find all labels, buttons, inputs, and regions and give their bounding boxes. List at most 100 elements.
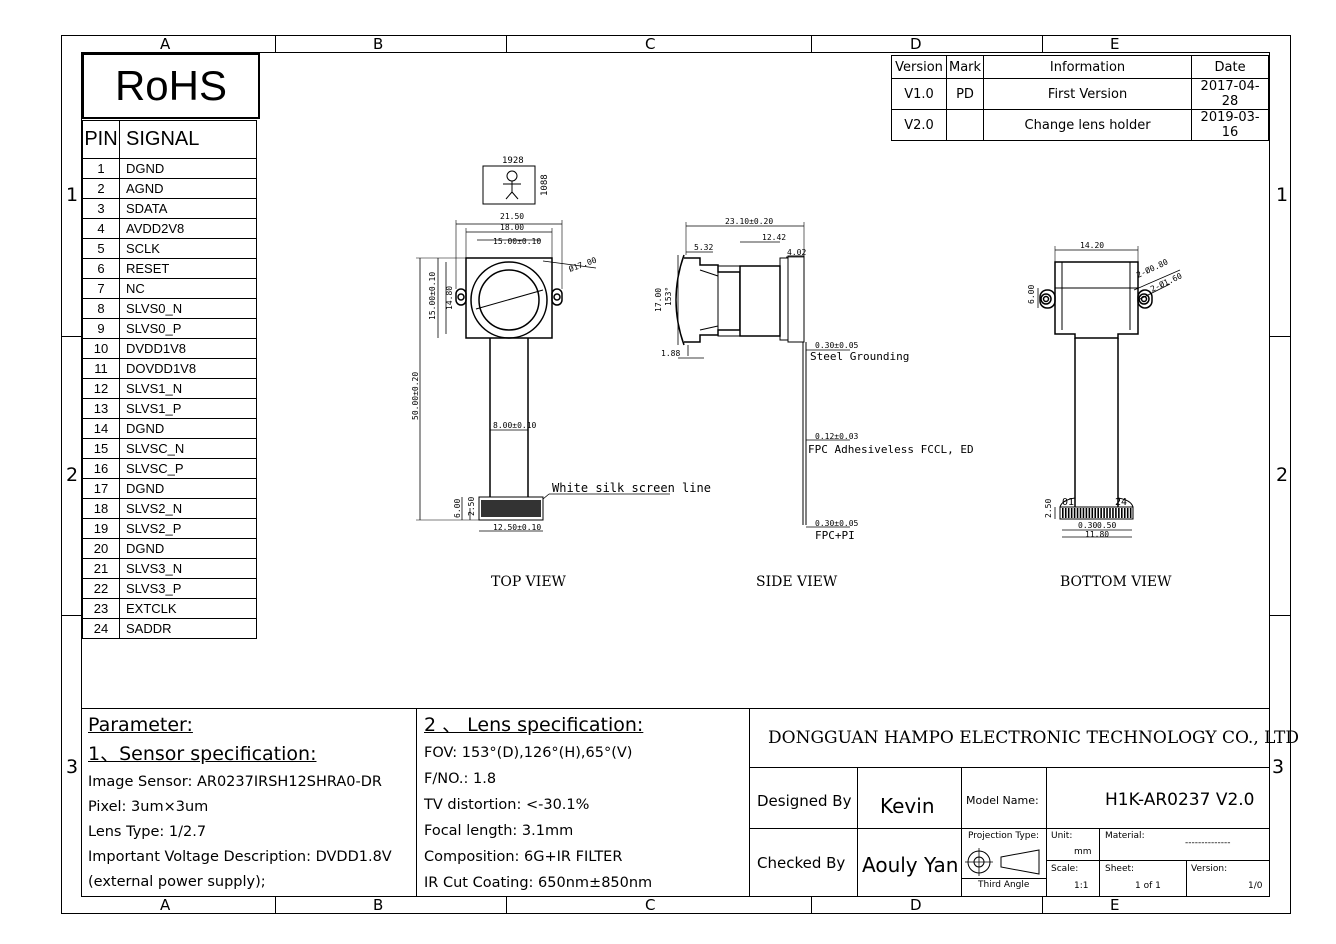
grid-col-d-bottom: D xyxy=(910,896,922,914)
pin-number: 24 xyxy=(82,618,120,639)
side-steel-thickness: 0.30±0.05 xyxy=(815,341,859,350)
grid-row-1-right: 1 xyxy=(1276,184,1289,206)
pin-signal: DGND xyxy=(119,158,257,179)
pin-signal: SLVS3_N xyxy=(119,558,257,579)
sensor-icon xyxy=(482,165,536,205)
rohs-label: RoHS xyxy=(114,62,228,109)
side-d2: 12.42 xyxy=(762,233,786,242)
grid-col-d-top: D xyxy=(910,35,922,53)
side-h1: 17.00 xyxy=(654,288,663,312)
bottom-view xyxy=(1037,246,1181,538)
sheet-label: Sheet: xyxy=(1105,864,1135,874)
connector-pin xyxy=(1126,508,1129,518)
grid-col-a-bottom: A xyxy=(160,896,171,914)
lens-line-4: Focal length: 3.1mm xyxy=(424,823,574,839)
sensor-line-3: Lens Type: 1/2.7 xyxy=(88,824,207,840)
version-label: Version: xyxy=(1191,864,1228,874)
parameter-title: Parameter: xyxy=(88,714,193,736)
rohs-box: RoHS xyxy=(82,53,260,119)
pin-number: 23 xyxy=(82,598,120,619)
revision-table: Version Mark Information Date V1.0 PD Fi… xyxy=(891,55,1270,141)
connector-pin xyxy=(1129,508,1132,518)
top-view-label: TOP VIEW xyxy=(491,574,567,590)
connector-pin xyxy=(1106,508,1108,518)
sensor-res-h: 1088 xyxy=(540,174,550,196)
connector-pin xyxy=(1109,508,1111,518)
pin-header: PIN xyxy=(82,120,120,159)
sensor-line-2: Pixel: 3um×3um xyxy=(88,799,209,815)
pin-signal: SLVS0_N xyxy=(119,298,257,319)
bottom-pin1-label: 01 xyxy=(1062,497,1074,508)
rev-mark xyxy=(945,109,985,141)
bottom-pitch1: 0.30 xyxy=(1078,521,1097,530)
pin-number: 19 xyxy=(82,518,120,539)
scale-value: 1:1 xyxy=(1074,881,1089,891)
grid-col-a-top: A xyxy=(160,35,171,53)
connector-pin xyxy=(1112,508,1114,518)
bottom-hole2: 2-Ø1.60 xyxy=(1149,270,1184,293)
top-fpc-length: 50.00±0.20 xyxy=(411,372,420,420)
connector-pin xyxy=(1082,508,1085,518)
revision-row: V2.0 Change lens holder 2019-03-16 xyxy=(891,109,1270,141)
grid-col-c-top: C xyxy=(645,35,656,53)
connector-pin xyxy=(1115,508,1117,518)
pin-signal: NC xyxy=(119,278,257,299)
top-height-holder: 15.00±0.10 xyxy=(428,272,437,320)
connector-pin xyxy=(1085,508,1088,518)
connector-pin xyxy=(1064,508,1067,518)
connector-pin xyxy=(1123,508,1126,518)
rev-mark: PD xyxy=(945,78,985,110)
grid-row-3-right: 3 xyxy=(1272,756,1285,778)
top-fpc-width: 8.00±0.10 xyxy=(493,421,537,430)
connector-pin xyxy=(1097,508,1099,518)
pin-table-header: PIN SIGNAL xyxy=(82,120,257,159)
pin-signal: DVDD1V8 xyxy=(119,338,257,359)
side-total: 23.10±0.20 xyxy=(725,217,773,226)
lens-spec-title: 2 、 Lens specification: xyxy=(424,714,644,736)
rev-header-mark: Mark xyxy=(945,55,985,79)
side-view xyxy=(675,222,850,528)
top-height-inner: 14.80 xyxy=(445,286,454,310)
pin-signal: AGND xyxy=(119,178,257,199)
grid-row-3-left: 3 xyxy=(66,756,79,778)
side-d4: 1.88 xyxy=(661,349,680,358)
lens-line-3: TV distortion: <-30.1% xyxy=(424,797,590,813)
top-width-holder: 18.00 xyxy=(500,223,524,232)
bottom-pitch2: 0.50 xyxy=(1097,521,1116,530)
top-width-total: 21.50 xyxy=(500,212,524,221)
side-d1: 5.32 xyxy=(694,243,713,252)
designed-by-label: Designed By xyxy=(757,792,852,810)
model-name-label: Model Name: xyxy=(966,794,1039,807)
sensor-line-1: Image Sensor: AR0237IRSH12SHRA0-DR xyxy=(88,774,382,790)
pin-signal: RESET xyxy=(119,258,257,279)
lens-line-5: Composition: 6G+IR FILTER xyxy=(424,849,623,865)
checked-by-label: Checked By xyxy=(757,854,846,872)
rev-date: 2019-03-16 xyxy=(1191,109,1270,141)
connector-pin xyxy=(1094,508,1097,518)
bottom-conn-h: 2.50 xyxy=(1044,499,1053,518)
side-adh-thickness: 0.12±0.03 xyxy=(815,432,859,441)
material-label: Material: xyxy=(1105,831,1145,841)
sensor-line-4: Important Voltage Description: DVDD1.8V xyxy=(88,849,392,865)
bottom-conn-w: 11.80 xyxy=(1085,530,1109,539)
silk-screen-label: White silk screen line xyxy=(552,481,711,495)
bottom-pin24-label: 24 xyxy=(1115,497,1127,508)
connector-pin xyxy=(1079,508,1082,518)
pin-signal: SLVSC_N xyxy=(119,438,257,459)
company-name: DONGGUAN HAMPO ELECTRONIC TECHNOLOGY CO.… xyxy=(768,728,1300,748)
scale-label: Scale: xyxy=(1051,864,1079,874)
projection-type-label: Projection Type: xyxy=(968,831,1040,841)
